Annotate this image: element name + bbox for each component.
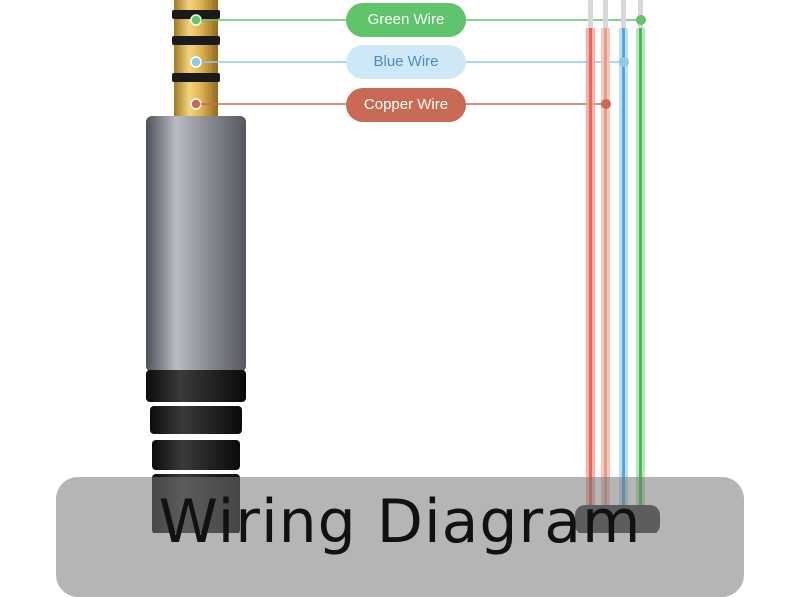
diagram-title: Wiring Diagram	[158, 487, 642, 557]
jack-tip-segment	[174, 0, 218, 10]
wire-end	[603, 0, 608, 28]
wire-end	[638, 0, 643, 28]
cable-wires	[575, 0, 660, 533]
green-connection-dot	[190, 14, 202, 26]
jack-grip-band	[150, 406, 242, 434]
wiring-diagram	[146, 0, 660, 533]
jack-insulator-ring	[172, 73, 220, 82]
green-wire-dot	[636, 15, 646, 25]
green-wire-label: Green Wire	[346, 3, 466, 37]
jack-insulator-ring	[172, 36, 220, 45]
jack-grip-band	[146, 370, 246, 402]
blue-connection-dot	[190, 56, 202, 68]
copper-connection-dot	[190, 98, 202, 110]
copper-wire-dot	[601, 99, 611, 109]
blue-wire-dot	[619, 57, 629, 67]
jack-grip-band	[152, 440, 240, 470]
jack-metal-sleeve	[146, 116, 246, 372]
copper-wire-label: Copper Wire	[346, 88, 466, 122]
jack-ring-segment	[174, 19, 218, 36]
wire-end	[621, 0, 626, 28]
audio-jack-plug	[146, 0, 246, 533]
blue-wire-label: Blue Wire	[346, 45, 466, 79]
wire-end	[588, 0, 593, 28]
title-banner: Wiring Diagram	[56, 477, 744, 597]
